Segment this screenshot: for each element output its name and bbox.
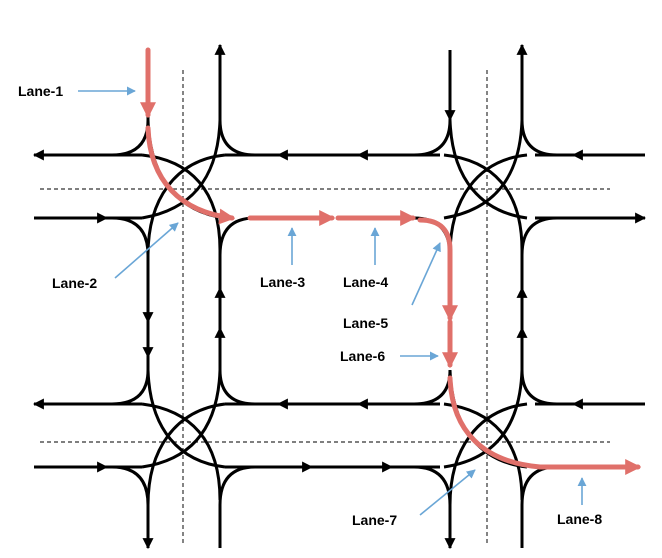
curve xyxy=(111,465,150,506)
pointer-lane-7 xyxy=(419,469,476,516)
curve xyxy=(413,465,452,506)
curve xyxy=(413,369,452,406)
label-lane-1: Lane-1 xyxy=(18,83,63,99)
arc xyxy=(443,402,524,501)
direction-arrows xyxy=(95,149,585,473)
arc xyxy=(146,369,226,469)
arc xyxy=(448,119,528,220)
curve xyxy=(520,465,558,506)
curve xyxy=(520,119,558,157)
arc xyxy=(141,369,222,469)
label-lane-5: Lane-5 xyxy=(343,315,388,331)
label-lane-8: Lane-8 xyxy=(557,511,602,527)
centerlines xyxy=(40,70,610,545)
label-lane-4: Lane-4 xyxy=(343,274,388,290)
curve xyxy=(520,369,558,406)
arc xyxy=(141,153,222,251)
label-lane-6: Lane-6 xyxy=(340,348,385,364)
curve xyxy=(218,119,256,157)
route-segment-lane-7 xyxy=(447,375,543,470)
arc xyxy=(141,402,222,501)
arc xyxy=(141,119,222,220)
label-pointers xyxy=(78,86,587,516)
arc xyxy=(443,369,524,469)
pointer-lane-5 xyxy=(411,242,441,306)
route-segment-lane-2 xyxy=(145,125,236,225)
straight-lanes xyxy=(32,43,647,550)
arc xyxy=(443,119,524,220)
label-lane-7: Lane-7 xyxy=(352,512,397,528)
curve xyxy=(111,216,150,256)
lane-labels: Lane-1 Lane-2 Lane-3 Lane-4 Lane-5 Lane-… xyxy=(18,83,602,528)
curve xyxy=(218,216,256,256)
highlighted-route xyxy=(140,47,642,475)
curve xyxy=(218,369,256,406)
curve xyxy=(520,216,558,256)
label-lane-3: Lane-3 xyxy=(260,274,305,290)
curve xyxy=(111,369,150,406)
turning-curves xyxy=(111,119,558,506)
curve xyxy=(218,465,256,506)
route-segment-lane-5 xyxy=(417,217,458,322)
curve xyxy=(111,119,150,157)
curve xyxy=(413,119,452,157)
pointer-lane-2 xyxy=(114,222,179,279)
label-lane-2: Lane-2 xyxy=(52,275,97,291)
arc xyxy=(443,153,524,251)
